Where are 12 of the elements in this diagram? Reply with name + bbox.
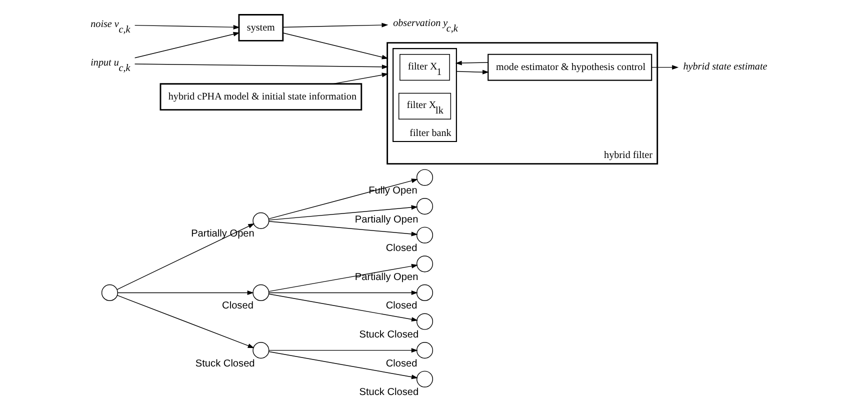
node-label: Stuck Closed	[194, 358, 254, 370]
node-label: Closed	[222, 300, 253, 312]
node-label: Partially Open	[190, 228, 254, 240]
node-label: Partially Open	[354, 214, 418, 226]
node-label: Partially Open	[354, 272, 418, 283]
node-text: hybrid state estimate	[682, 61, 767, 72]
node-label: Fully Open	[368, 185, 417, 196]
node-label: Stuck Closed	[358, 387, 418, 398]
node-label: Closed	[385, 358, 417, 370]
node-label: Closed	[385, 300, 417, 312]
node-label: Stuck Closed	[358, 330, 418, 340]
node-label: Closed	[385, 243, 417, 254]
